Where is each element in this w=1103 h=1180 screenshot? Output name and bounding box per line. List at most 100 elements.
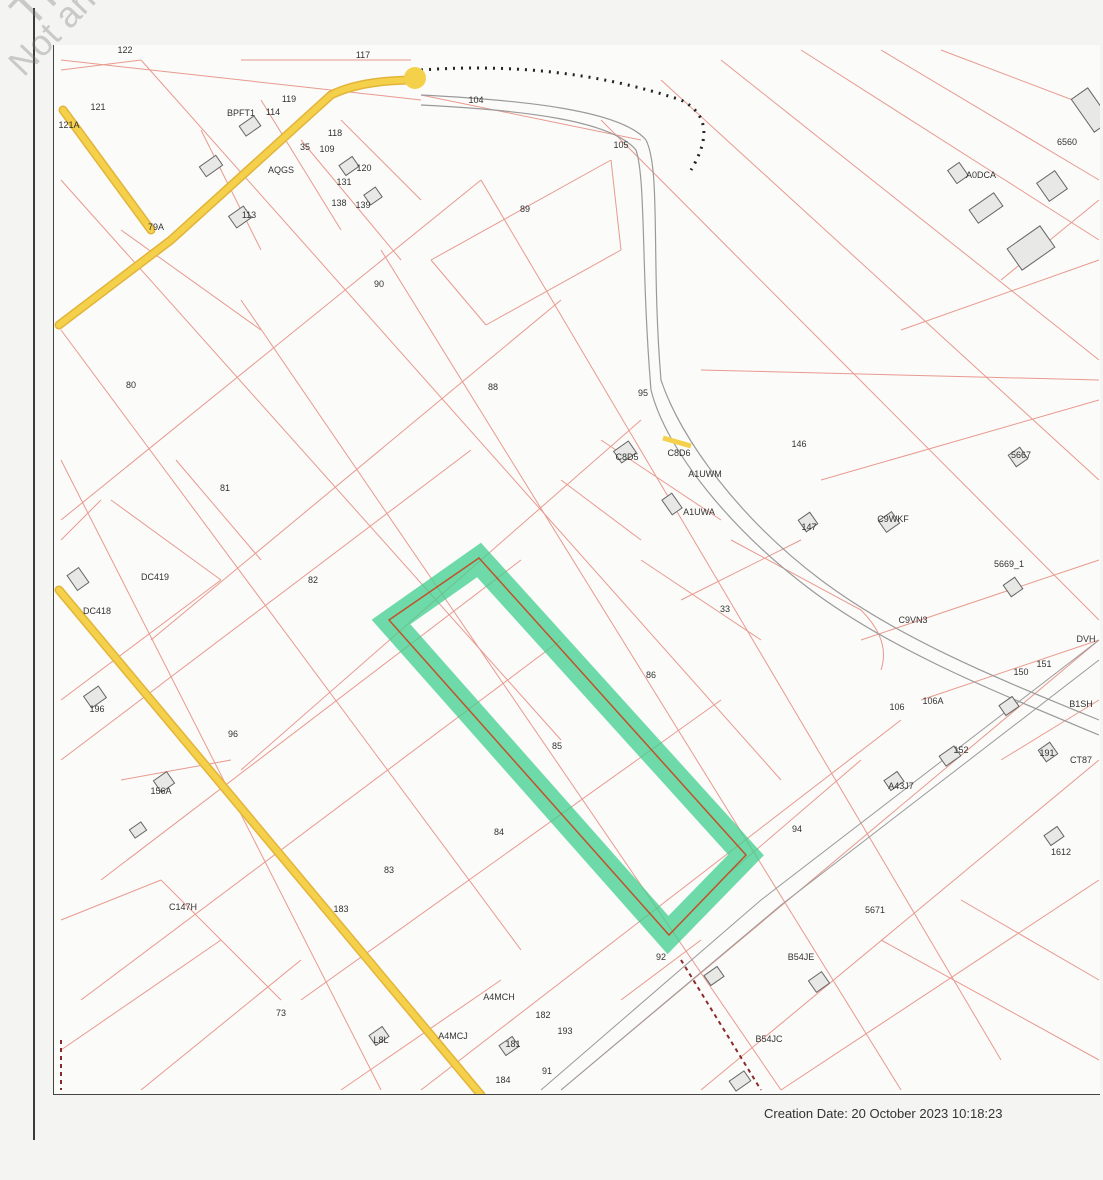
plot-label-85: 85 (552, 741, 562, 751)
plot-label-183: 183 (333, 904, 348, 914)
plot-label-119: 119 (282, 94, 296, 104)
plot-label-88: 88 (488, 382, 498, 392)
parcel-boundary-line (640, 559, 762, 641)
lane-track (420, 94, 1100, 721)
building (338, 155, 360, 177)
building (661, 492, 683, 516)
plot-label-117: 117 (356, 50, 370, 60)
plot-label-94: 94 (792, 824, 802, 834)
plot-label-a4mcj: A4MCJ (438, 1031, 468, 1041)
parcel-boundary-line (60, 179, 482, 521)
building (1043, 825, 1065, 847)
plot-label-c147h: C147H (169, 902, 197, 912)
plot-label-5671: 5671 (865, 905, 885, 915)
parcel-boundary-line (380, 249, 902, 1091)
building (807, 970, 831, 994)
building (368, 1025, 390, 1047)
building (363, 186, 383, 206)
parcel-boundary-line (100, 559, 522, 881)
building (1007, 446, 1029, 468)
plot-label-84: 84 (494, 827, 504, 837)
parcel-boundary-line (860, 559, 1100, 641)
watermark-secondary: Not an official map (0, 0, 654, 84)
building (1037, 741, 1059, 763)
plot-label-106: 106 (889, 702, 904, 712)
plot-label-80: 80 (126, 380, 136, 390)
parcel-boundary-line (1000, 699, 1100, 761)
building (198, 154, 224, 178)
building (612, 440, 638, 464)
plot-label-c9wkf: C9WKF (877, 514, 909, 524)
plot-label-c8d6: C8D6 (667, 448, 690, 458)
parcel-boundary-line (300, 139, 402, 261)
building (498, 1035, 520, 1057)
plot-label-122: 122 (117, 45, 132, 55)
parcel-boundary-line (175, 459, 262, 561)
plot-label-5667: 5667 (1011, 450, 1031, 460)
plot-label-73: 73 (276, 1008, 286, 1018)
plot-label-89: 89 (520, 204, 530, 214)
building (797, 511, 819, 533)
roads (54, 67, 692, 1094)
plot-label-35: 35 (300, 142, 310, 152)
parcel-boundary-line (620, 939, 702, 1001)
tracks (60, 66, 1100, 1091)
parcel-boundary-line (60, 579, 222, 701)
parcel-boundary-line (60, 939, 222, 1051)
plot-label-114: 114 (266, 107, 280, 117)
parcel-boundary-line (730, 539, 884, 671)
highlighted-parcel (371, 542, 764, 955)
building (238, 115, 262, 137)
plot-label-c9vn3: C9VN3 (898, 615, 927, 625)
parcel-boundary-line (660, 79, 1100, 481)
building (968, 192, 1004, 224)
parcel-boundaries (60, 49, 1100, 1091)
plot-label-b54jc: B54JC (755, 1034, 783, 1044)
road-stub (662, 435, 692, 449)
plot-label-1612: 1612 (1051, 847, 1071, 857)
page-margin-rule (33, 8, 35, 1140)
plot-label-aqgs: AQGS (268, 165, 294, 175)
plot-label-121a: 121A (58, 120, 79, 130)
parcel-boundary-line (430, 259, 487, 326)
plot-label-131: 131 (336, 177, 351, 187)
plot-label-a4mch: A4MCH (483, 992, 515, 1002)
plot-label-181: 181 (505, 1039, 520, 1049)
plot-label-156a: 156A (150, 786, 171, 796)
parcel-boundary-line (920, 639, 1100, 701)
road (60, 107, 154, 233)
parcel-boundary-line (80, 639, 562, 1001)
parcel-boundary-line (150, 299, 562, 641)
building (152, 770, 176, 794)
plot-label-83: 83 (384, 865, 394, 875)
parcel-boundary-line (560, 479, 642, 541)
lane-track (540, 639, 1100, 1091)
plot-label-106a: 106A (922, 696, 943, 706)
plot-label-184: 184 (495, 1075, 510, 1085)
parcel-boundary-line (820, 399, 1100, 481)
parcel-boundary-line (700, 369, 1100, 381)
plot-label-193: 193 (557, 1026, 572, 1036)
plot-label-118: 118 (328, 128, 342, 138)
plot-label-151: 151 (1036, 659, 1051, 669)
plot-label-182: 182 (535, 1010, 550, 1020)
plot-label-l8l: L8L (373, 1035, 388, 1045)
building (877, 510, 901, 534)
plot-label-95: 95 (638, 388, 648, 398)
plot-label-105: 105 (613, 140, 628, 150)
building (883, 770, 905, 792)
plot-label-a1uwm: A1UWM (688, 469, 722, 479)
parcel-boundary-line (680, 539, 802, 601)
parcel-boundary-line (60, 879, 162, 921)
plot-label-dc418: DC418 (83, 606, 111, 616)
building (227, 205, 253, 229)
parcel-boundary-line (960, 899, 1100, 981)
parcel-boundary-line (420, 94, 642, 141)
building (1070, 87, 1100, 133)
plot-label-146: 146 (791, 439, 806, 449)
plot-label-dc419: DC419 (141, 572, 169, 582)
parcel-boundary-line (140, 959, 302, 1091)
parcel-boundary-line (880, 49, 1100, 181)
parcel-boundary-line (120, 759, 232, 781)
